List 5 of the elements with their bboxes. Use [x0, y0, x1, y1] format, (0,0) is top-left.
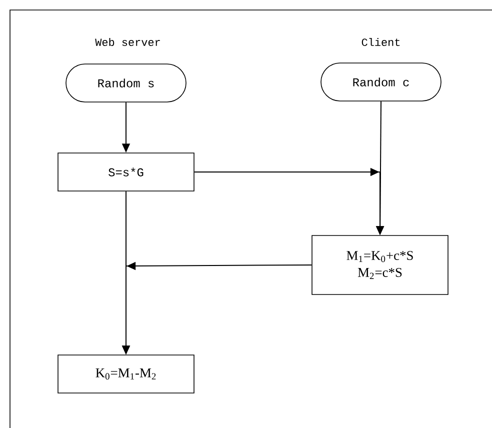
column-heading: Web server [95, 38, 160, 46]
column-heading: Client [362, 38, 400, 46]
process-box: S=s*G [58, 152, 194, 192]
process-box: M$_{1}$=K$_{0}$+c*S M$_{2}$=c*S [312, 235, 448, 295]
process-box: K$_{0}$=M$_{1}$-M$_{2}$ [58, 354, 194, 394]
